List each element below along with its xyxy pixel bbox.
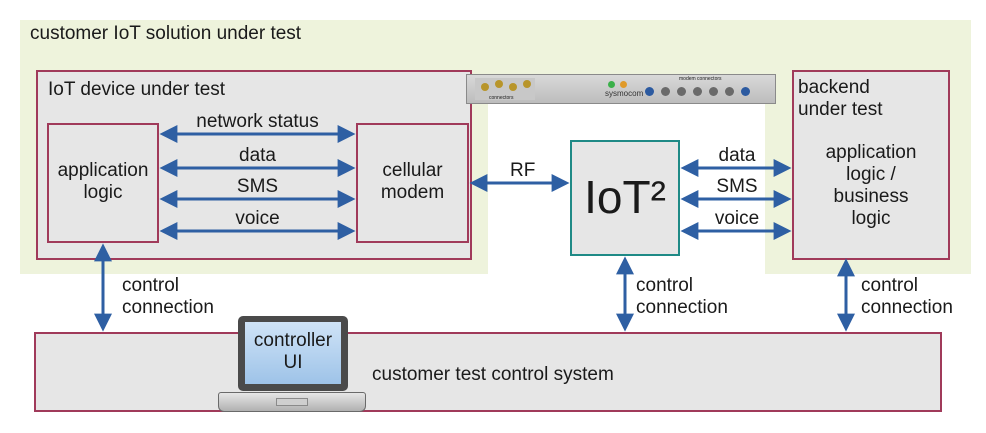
rack-connector-5 (725, 87, 734, 96)
control-connection-label-backend: control connection (861, 275, 953, 318)
rack-gold-connector-2 (495, 80, 503, 88)
application-logic-box (47, 123, 159, 243)
rack-gold-connector-1 (481, 83, 489, 91)
laptop-icon: controller UI (218, 316, 366, 428)
iot2-box (570, 140, 680, 256)
laptop-screen (245, 322, 341, 384)
rack-blue-connector-2 (741, 87, 750, 96)
rack-brand: sysmocom (605, 89, 644, 98)
control-system-box (34, 332, 942, 412)
cellular-modem-box (356, 123, 469, 243)
laptop-trackpad (276, 398, 308, 406)
control-system-label: customer test control system (372, 364, 614, 385)
rack-connector-3 (693, 87, 702, 96)
rack-led-orange (620, 81, 627, 88)
control-connection-label-iot2: control connection (636, 275, 728, 318)
laptop-screen-text: controller UI (253, 330, 333, 373)
cellular-modem-label: cellular modem (380, 160, 445, 203)
solution-zone-top (488, 20, 971, 74)
application-logic-label: application logic (57, 160, 149, 203)
rack-connector-4 (709, 87, 718, 96)
backend-label: backend under test (798, 77, 883, 120)
solution-zone-label: customer IoT solution under test (30, 23, 302, 44)
sysmocom-rack-image: connectors sysmocom modem connectors (466, 74, 776, 104)
backend-box (792, 70, 950, 260)
iot2-label: IoT² (584, 171, 666, 223)
rack-left-caption: connectors (489, 95, 514, 101)
control-connection-label-device: control connection (122, 275, 214, 318)
backend-logic-label: application logic / business logic (825, 142, 917, 229)
rack-connector-1 (661, 87, 670, 96)
rack-connector-panel (475, 78, 535, 100)
iot-device-label: IoT device under test (48, 79, 226, 100)
rack-blue-connector (645, 87, 654, 96)
rack-gold-connector-3 (509, 83, 517, 91)
rack-connector-2 (677, 87, 686, 96)
rack-gold-connector-4 (523, 80, 531, 88)
rack-right-caption: modem connectors (679, 76, 722, 82)
rack-led-green (608, 81, 615, 88)
